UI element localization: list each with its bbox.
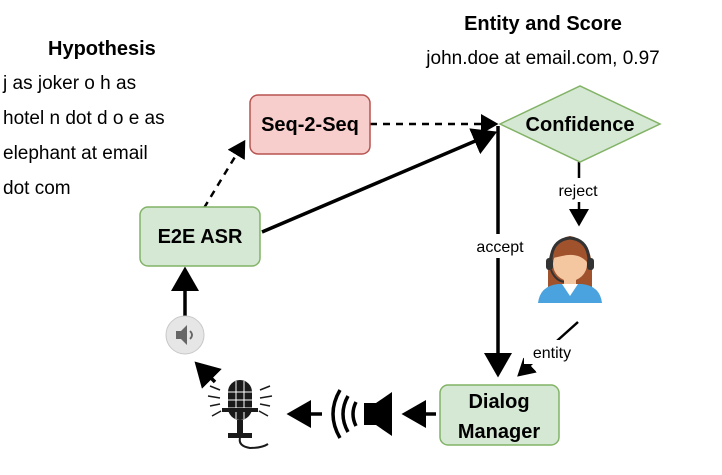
- loudspeaker-icon: [331, 389, 392, 439]
- edge-asr-to-confidence: [261, 128, 498, 234]
- hypothesis-line-4: dot com: [3, 178, 71, 199]
- hypothesis-title: Hypothesis: [48, 38, 156, 60]
- dialog-manager-label-line2: Manager: [458, 421, 540, 443]
- e2e-asr-label: E2E ASR: [158, 226, 243, 248]
- microphone-icon: [207, 380, 273, 450]
- entity-score-title: Entity and Score: [464, 13, 622, 35]
- accept-label-bg: [470, 234, 530, 258]
- e2e-asr-node: [139, 206, 261, 267]
- entity-score-value: john.doe at email.com, 0.97: [425, 48, 659, 69]
- call-center-agent-icon: [538, 236, 602, 303]
- confidence-label: Confidence: [526, 114, 635, 136]
- edge-mic-to-speaker-button: [194, 361, 222, 389]
- entity-label: entity: [533, 345, 571, 362]
- hypothesis-line-3: elephant at email: [3, 143, 148, 164]
- hypothesis-line-1: j as joker o h as: [2, 73, 136, 94]
- reject-label-bg: [552, 178, 604, 202]
- reject-label: reject: [558, 183, 598, 200]
- confidence-node: [498, 85, 662, 163]
- accept-label: accept: [476, 239, 524, 256]
- entity-label-bg: [524, 340, 580, 364]
- seq2seq-label: Seq-2-Seq: [261, 114, 359, 136]
- seq2seq-node: [249, 94, 371, 155]
- hypothesis-line-2: hotel n dot d o e as: [3, 108, 165, 129]
- edge-asr-to-seq2seq: [202, 139, 246, 209]
- dialog-manager-label-line1: Dialog: [468, 391, 529, 413]
- speaker-button-icon: [165, 315, 205, 355]
- dialog-manager-node: [439, 384, 560, 446]
